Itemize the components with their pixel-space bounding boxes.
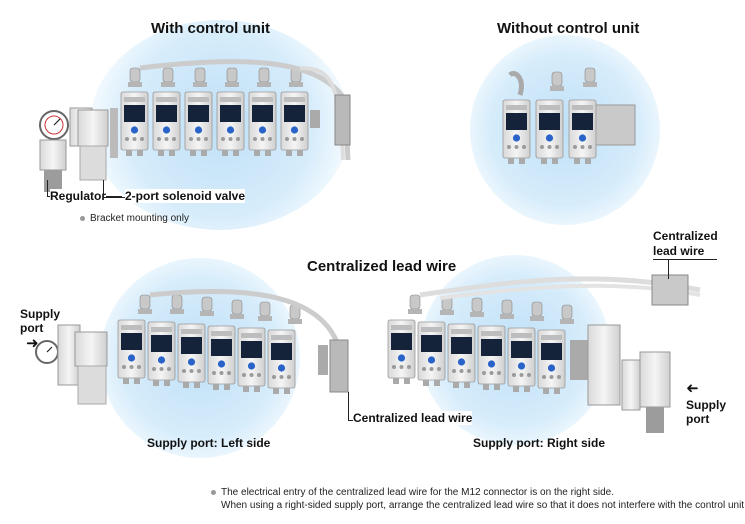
regulator-device (39, 110, 69, 192)
label-centralized-lead-wire-top: Centralized lead wire (653, 229, 718, 258)
title-centralized-lead-wire: Centralized lead wire (307, 258, 457, 275)
footnote-line-1: The electrical entry of the centralized … (211, 486, 745, 499)
units-without-control (502, 67, 636, 165)
leader-line-regulator (47, 180, 48, 196)
label-centralized-lead-wire-mid: Centralized lead wire (353, 411, 473, 425)
leader-line-centralized-top (653, 259, 717, 260)
label-solenoid-valve: 2-port solenoid valve (125, 189, 246, 203)
footnote-line-2: When using a right-sided supply port, ar… (221, 500, 745, 511)
caption-supply-right: Supply port: Right side (473, 436, 605, 450)
arrow-left-icon: ➜ (686, 380, 699, 397)
bullet-dot (211, 489, 216, 495)
bracket-note: Bracket mounting only (80, 213, 189, 224)
label-supply-port-left: Supply port (20, 307, 61, 335)
label-supply-port-right: Supply port (686, 398, 727, 426)
label-regulator: Regulator (50, 189, 107, 203)
assembly-right (387, 274, 701, 433)
bullet-dot (80, 215, 85, 221)
title-without-control-unit: Without control unit (497, 20, 640, 37)
footnote: The electrical entry of the centralized … (211, 486, 745, 512)
footnote-line-1-text: The electrical entry of the centralized … (221, 487, 614, 498)
leader-line-centralized-mid-v (348, 392, 349, 420)
assembly-left (35, 289, 349, 405)
title-with-control-unit: With control unit (151, 20, 271, 37)
arrow-right-icon: ➜ (26, 335, 39, 352)
bracket-note-text: Bracket mounting only (90, 213, 189, 224)
leader-line-solenoid (103, 180, 104, 197)
manifold-top-left (110, 59, 351, 161)
leader-line-centralized-top-v (668, 259, 669, 279)
caption-supply-left: Supply port: Left side (147, 436, 271, 450)
solenoid-valve-device (69, 107, 109, 181)
